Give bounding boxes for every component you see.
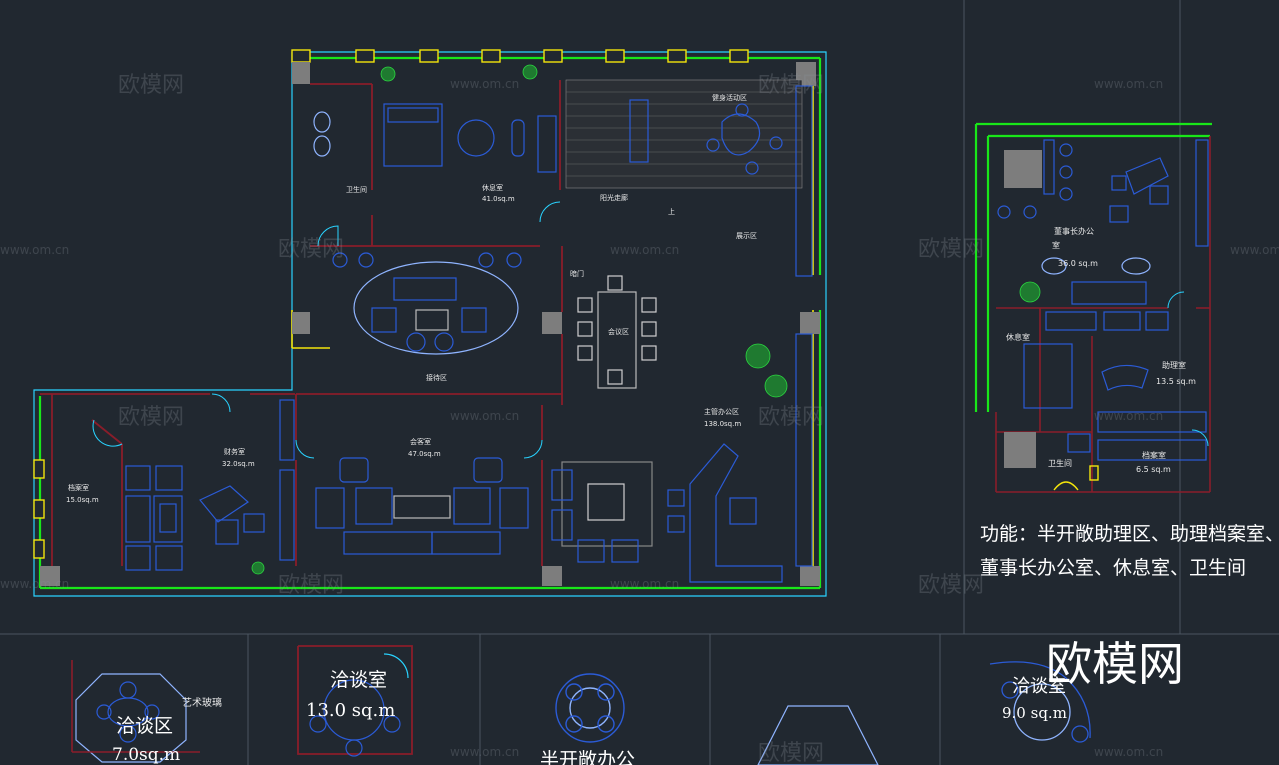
watermarks: 欧模网 欧模网 欧模网 欧模网 欧模网 欧模网 欧模网 欧模网 欧模网: [118, 73, 984, 765]
label-archive: 档案室: [68, 483, 89, 492]
label-meeting-room: 会客室: [410, 437, 431, 446]
watermark-site: www.om.cn: [610, 243, 679, 257]
watermark-site: www.om.cn: [610, 577, 679, 591]
zone4-area: 9.0 sq.m: [1002, 704, 1067, 722]
zone1-title: 洽谈区: [116, 715, 173, 737]
watermark-logo: 欧模网: [918, 237, 984, 262]
function-line-1: 功能：半开敞助理区、助理档案室、: [980, 523, 1279, 545]
label-chairman: 董事长办公: [1054, 226, 1094, 236]
label-rest-room: 休息室: [482, 183, 503, 192]
label-door: 暗门: [570, 269, 584, 278]
structural-columns: [40, 62, 820, 586]
label-reception: 接待区: [426, 373, 447, 382]
label-chairman-suffix: 室: [1052, 240, 1060, 250]
outer-outline: [33, 51, 827, 597]
watermark-site: www.om.cn: [450, 745, 519, 759]
watermark-site: www.om.cn: [450, 77, 519, 91]
label-gym: 健身活动区: [712, 93, 747, 102]
label-open-office: 主管办公区: [704, 407, 739, 416]
function-line-2: 董事长办公室、休息室、卫生间: [980, 557, 1246, 579]
zone4-title: 洽谈室: [1012, 676, 1066, 697]
zone2-title: 洽谈室: [330, 669, 387, 691]
label-finance: 财务室: [224, 447, 245, 456]
watermark-logo: 欧模网: [118, 73, 184, 98]
watermark-site: www.om.cn: [1094, 409, 1163, 423]
watermark-logo: 欧模网: [758, 73, 824, 98]
door-swings: [92, 201, 561, 459]
watermark-logo: 欧模网: [918, 573, 984, 598]
zone2-area: 13.0 sq.m: [306, 700, 395, 721]
label-rest-area: 41.0sq.m: [482, 195, 515, 203]
watermark-logo: 欧模网: [758, 741, 824, 765]
watermark-logo: 欧模网: [278, 237, 344, 262]
plants: [251, 64, 788, 575]
furniture: [125, 85, 813, 583]
label-side-archive: 档案室: [1142, 450, 1166, 460]
label-archive-area: 15.0sq.m: [66, 496, 99, 504]
watermark-logo: 欧模网: [758, 405, 824, 430]
label-chairman-area: 36.0 sq.m: [1058, 259, 1098, 268]
label-assistant-area: 13.5 sq.m: [1156, 377, 1196, 386]
label-side-archive-area: 6.5 sq.m: [1136, 465, 1171, 474]
watermarks-site: www.om.cn www.om.cn www.om.cn www.om.cn …: [0, 77, 1279, 759]
label-side-toilet: 卫生间: [1048, 458, 1072, 468]
watermark-site: www.om.cn: [1230, 243, 1279, 257]
zone1-area: 7.0sq.m: [112, 745, 180, 765]
label-display: 展示区: [736, 232, 757, 240]
bottom-plans: 洽谈区 7.0sq.m 艺术玻璃 洽谈室 13.0 sq.m 半开敞办公 洽谈室…: [71, 645, 1091, 765]
label-finance-area: 32.0sq.m: [222, 460, 255, 468]
watermark-site: www.om.cn: [0, 243, 69, 257]
zone3-title: 半开敞办公: [540, 749, 635, 765]
watermark-logo: 欧模网: [278, 573, 344, 598]
side-plan: 董事长办公 室 36.0 sq.m 休息室 助理室 13.5 sq.m 卫生间 …: [974, 122, 1279, 579]
watermark-site: www.om.cn: [0, 577, 69, 591]
label-assistant: 助理室: [1162, 360, 1186, 370]
label-meeting-room-area: 47.0sq.m: [408, 450, 441, 458]
label-meeting-area: 会议区: [608, 327, 629, 336]
label-stairs: 上: [668, 207, 675, 216]
label-toilet: 卫生间: [346, 185, 367, 194]
label-open-office-area: 138.0sq.m: [704, 420, 741, 428]
interior-walls: [40, 80, 563, 566]
watermark-logo: 欧模网: [118, 405, 184, 430]
label-corridor: 阳光走廊: [600, 193, 628, 202]
main-plan: 卫生间 休息室 41.0sq.m 健身活动区 阳光走廊 上 展示区 暗门 会议区…: [33, 49, 827, 597]
main-labels: 卫生间 休息室 41.0sq.m 健身活动区 阳光走廊 上 展示区 暗门 会议区…: [66, 93, 757, 504]
label-side-rest: 休息室: [1006, 332, 1030, 342]
brand-logo: 欧模网: [1046, 637, 1184, 691]
window-piers: [33, 49, 749, 559]
watermark-site: www.om.cn: [450, 409, 519, 423]
zone1-art-glass: 艺术玻璃: [182, 696, 222, 709]
watermark-site: www.om.cn: [1094, 77, 1163, 91]
deck-hatch: [565, 79, 803, 189]
watermark-site: www.om.cn: [1094, 745, 1163, 759]
